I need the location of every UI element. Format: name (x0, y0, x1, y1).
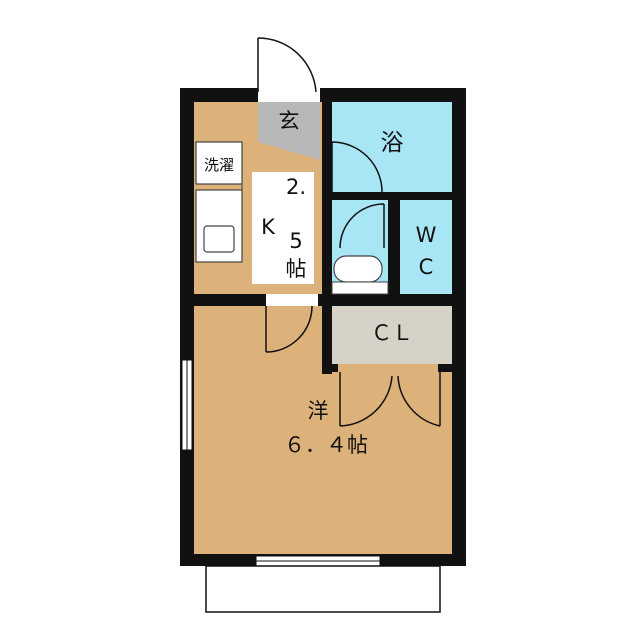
bath-door-swing (331, 141, 383, 193)
wall-wash-wc (388, 192, 400, 300)
washbasin-icon (333, 255, 383, 283)
balcony (205, 565, 441, 613)
western-alcove-door-gap (338, 364, 438, 372)
kitchen-label-3: 5 (289, 229, 302, 253)
sink-icon (203, 225, 235, 253)
wall-closet-left (322, 294, 332, 374)
laundry-box (195, 141, 243, 185)
wc-label-2: C (419, 255, 434, 279)
wash-bottom-strip (331, 281, 389, 295)
kitchen-label-2: K (261, 215, 276, 239)
kitchen-door-swing (265, 305, 313, 353)
closet-floor (332, 306, 452, 364)
entrance-floor (258, 102, 320, 160)
kitchen-label-1: 2. (286, 175, 306, 199)
bath-label: 浴 (381, 130, 404, 156)
entry-door-swing (257, 37, 317, 93)
entry-door-gap (258, 88, 320, 102)
wc-label-1: W (416, 223, 437, 247)
laundry-label: 洗濯 (204, 156, 234, 174)
wall-bath-bottom (322, 192, 452, 200)
wc-floor (400, 200, 452, 294)
entrance-label: 玄 (279, 109, 300, 133)
bath-floor (332, 102, 452, 192)
western-label-1: 洋 (308, 399, 329, 423)
alcove-door-right-swing (397, 375, 441, 427)
closet-label: ＣＬ (371, 321, 413, 345)
kitchen-door-gap (266, 294, 318, 306)
kitchen-label-panel (252, 172, 314, 284)
western-label-2: ６．４帖 (284, 433, 368, 457)
kitchen-label-4: 帖 (286, 257, 307, 281)
wash-door-swing (339, 203, 385, 249)
alcove-door-left-swing (339, 375, 393, 427)
